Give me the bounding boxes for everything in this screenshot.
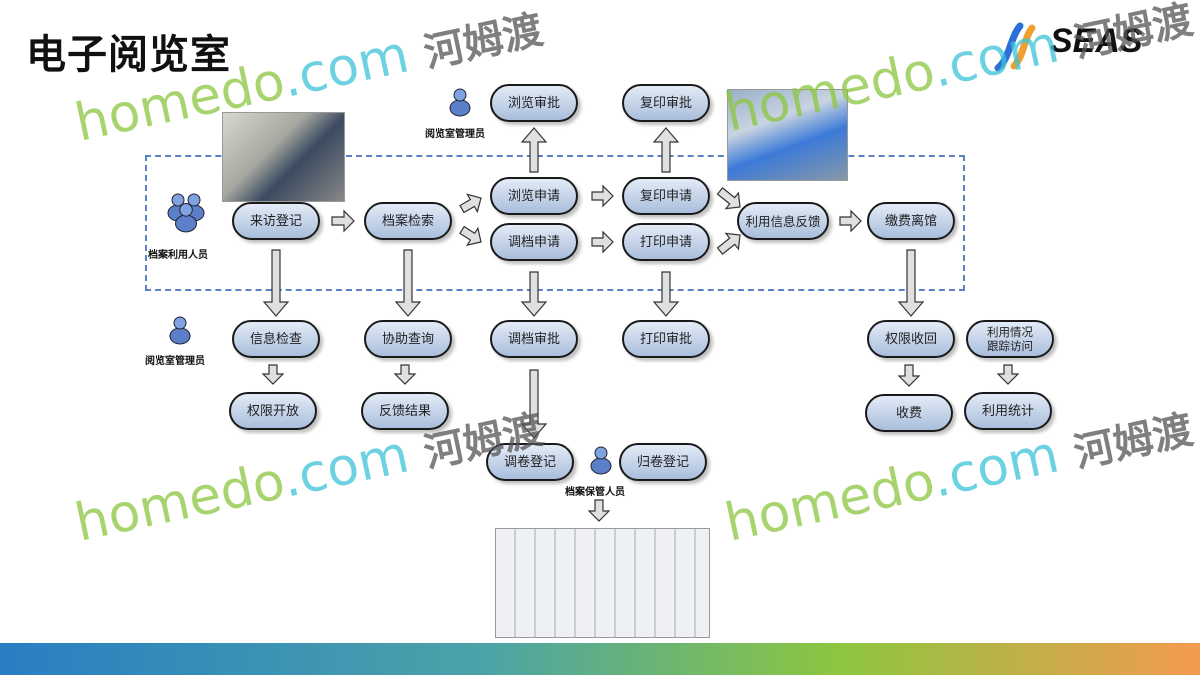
flow-arrow [591, 184, 614, 208]
reading-room-photo [727, 89, 848, 181]
node-open-permission: 权限开放 [229, 392, 317, 430]
node-browse-apply: 浏览申请 [490, 177, 578, 215]
node-transfer-apply: 调档申请 [490, 223, 578, 261]
person-icon [175, 203, 197, 233]
flow-arrow [839, 209, 862, 233]
node-print-apply: 打印申请 [622, 223, 710, 261]
flow-arrow [520, 127, 548, 173]
person-icon [449, 88, 471, 117]
flow-arrow [520, 271, 548, 317]
node-assist-query: 协助查询 [364, 320, 452, 358]
node-usage-stats: 利用统计 [964, 392, 1052, 430]
flow-arrow [716, 187, 741, 210]
flow-arrow [652, 127, 680, 173]
flow-arrow [996, 364, 1020, 385]
node-copy-approve: 复印审批 [622, 84, 710, 122]
node-feedback-result: 反馈结果 [361, 392, 449, 430]
reception-photo [222, 112, 345, 202]
node-file-return-register: 归卷登记 [619, 443, 707, 481]
node-usage-followup: 利用情况跟踪访问 [966, 320, 1054, 358]
flow-arrow [459, 193, 482, 214]
person-icon [590, 446, 612, 475]
node-print-approve: 打印审批 [622, 320, 710, 358]
flow-arrow [261, 364, 285, 385]
flow-arrow [520, 369, 548, 439]
seas-logo: SEAS [990, 18, 1150, 73]
flow-arrow [591, 230, 614, 254]
flow-arrow [652, 271, 680, 317]
role-reading-admin-left-label: 阅览室管理员 [145, 356, 205, 367]
node-usage-feedback: 利用信息反馈 [737, 202, 829, 240]
flow-arrow [587, 499, 611, 522]
flow-arrow [394, 249, 422, 317]
person-icon [169, 316, 191, 345]
flow-arrow [716, 232, 741, 255]
flow-arrow [262, 249, 290, 317]
node-pay-leave: 缴费离馆 [867, 202, 955, 240]
footer-gradient-bar [0, 643, 1200, 675]
node-usage-followup-label: 利用情况跟踪访问 [987, 325, 1033, 353]
role-user-label: 档案利用人员 [148, 250, 208, 261]
node-copy-apply: 复印申请 [622, 177, 710, 215]
flow-arrow [459, 225, 482, 247]
node-revoke-permission: 权限收回 [867, 320, 955, 358]
flow-arrow [331, 209, 355, 233]
seas-logo-icon [994, 22, 1036, 72]
node-transfer-approve: 调档审批 [490, 320, 578, 358]
compact-shelving-photo [495, 528, 710, 638]
flow-arrow [897, 249, 925, 317]
flow-arrow [897, 364, 921, 387]
user-area-boundary [145, 155, 965, 291]
node-file-transfer-register: 调卷登记 [486, 443, 574, 481]
node-charge: 收费 [865, 394, 953, 432]
flow-arrow [393, 364, 417, 385]
role-reading-admin-top-label: 阅览室管理员 [425, 129, 485, 140]
logo-text: SEAS [1050, 22, 1143, 60]
page-title: 电子阅览室 [26, 32, 231, 78]
node-visit-register: 来访登记 [232, 202, 320, 240]
role-archive-keeper-label: 档案保管人员 [565, 487, 625, 498]
node-browse-approve: 浏览审批 [490, 84, 578, 122]
node-archive-search: 档案检索 [364, 202, 452, 240]
node-info-check: 信息检查 [232, 320, 320, 358]
